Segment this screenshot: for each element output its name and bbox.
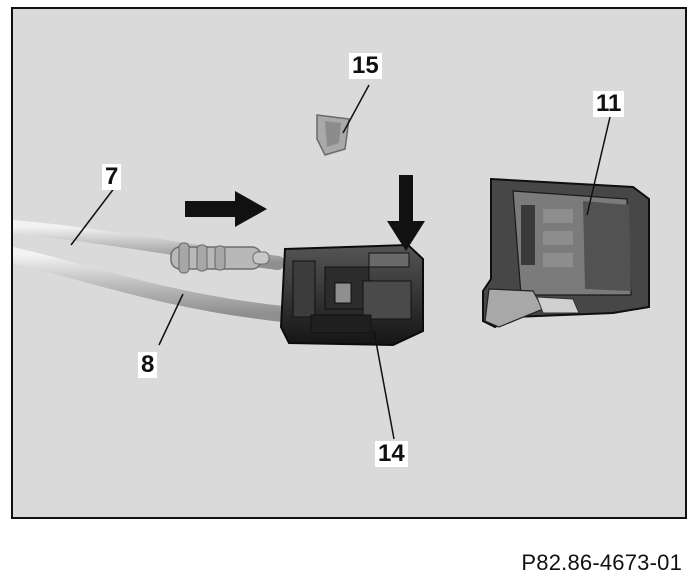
cable-8 <box>13 247 291 322</box>
component-11 <box>482 177 650 329</box>
figure-caption: P82.86-4673-01 <box>521 550 682 575</box>
insertion-arrow-vertical <box>387 175 425 251</box>
leader-line-7 <box>70 186 116 246</box>
photo-frame: 7 8 11 14 15 <box>11 7 687 519</box>
plug-15 <box>316 114 350 156</box>
connector-14 <box>279 243 424 347</box>
leader-line-8 <box>158 293 184 346</box>
leader-line-11 <box>586 116 611 216</box>
illustration-canvas <box>13 9 685 517</box>
insertion-arrow-horizontal <box>185 191 267 227</box>
leader-line-14 <box>373 330 395 440</box>
callout-14: 14 <box>375 441 408 467</box>
leader-line-15 <box>342 84 370 134</box>
leader-lines <box>70 84 611 440</box>
callout-7: 7 <box>102 164 122 190</box>
callout-11: 11 <box>593 91 625 117</box>
callout-8: 8 <box>138 352 158 378</box>
fiber-plug <box>170 242 270 274</box>
callout-15: 15 <box>349 53 382 79</box>
